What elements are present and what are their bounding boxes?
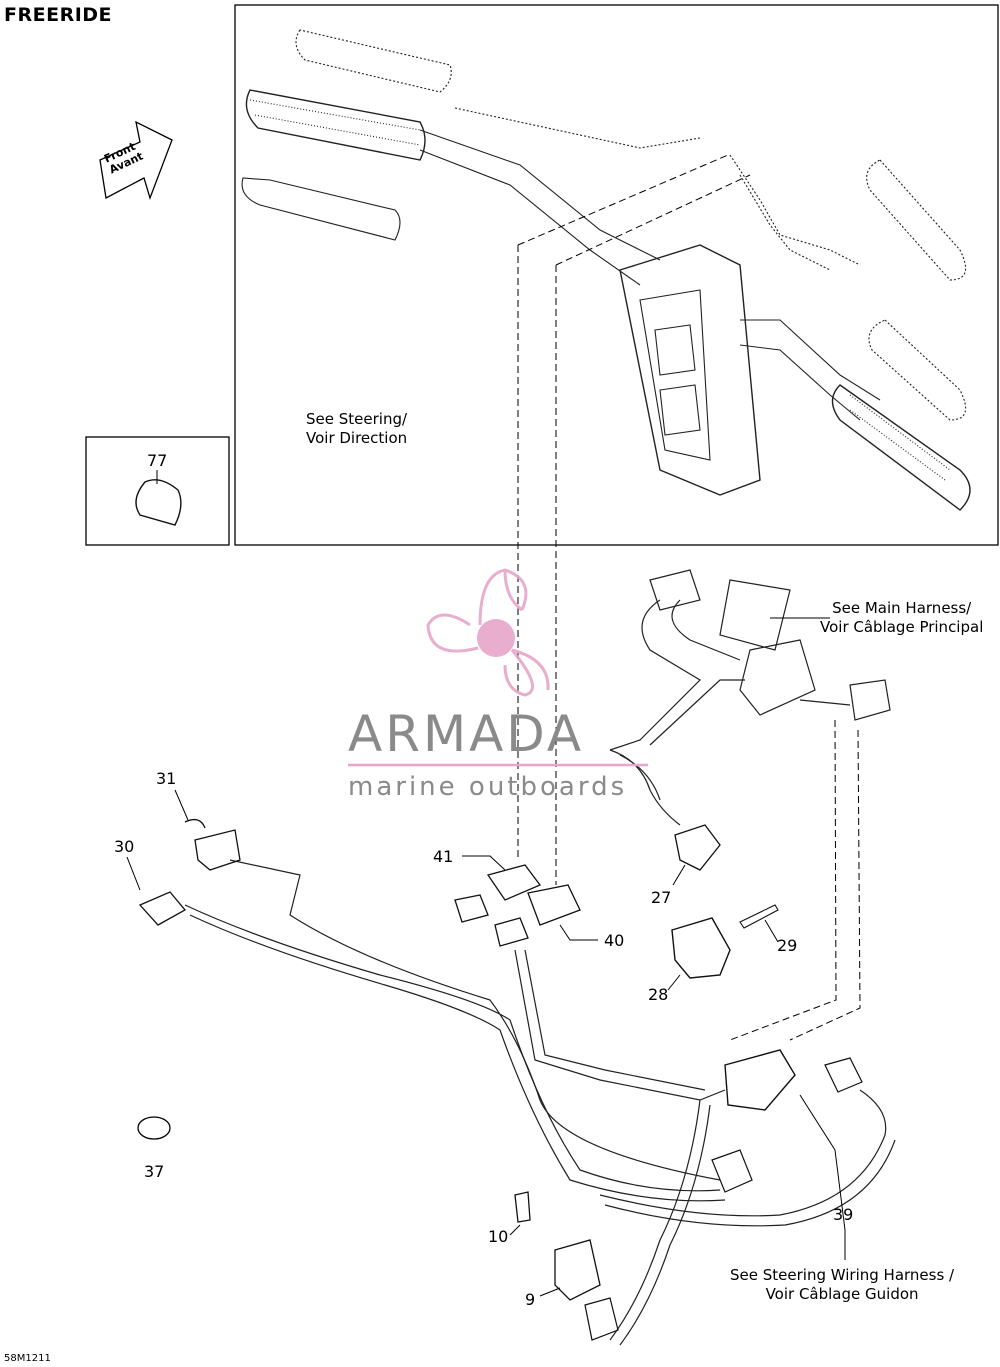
note-main-harness-line2: Voir Câblage Principal: [820, 618, 984, 636]
page-title: FREERIDE: [4, 4, 113, 26]
watermark-tagline: marine outboards: [348, 772, 628, 802]
figure-code: 58M1211: [4, 1353, 51, 1364]
callout-41: 41: [433, 847, 454, 866]
callout-77: 77: [147, 451, 168, 470]
callout-31: 31: [156, 769, 177, 788]
callout-10: 10: [488, 1227, 509, 1246]
note-steering-wiring-line1: See Steering Wiring Harness /: [730, 1266, 955, 1284]
callout-28: 28: [648, 985, 669, 1004]
callout-39: 39: [833, 1205, 854, 1224]
note-steering-line2: Voir Direction: [306, 429, 408, 447]
watermark-name: ARMADA: [348, 705, 585, 763]
callout-30: 30: [114, 837, 135, 856]
callout-9: 9: [525, 1290, 536, 1309]
note-steering-wiring-line2: Voir Câblage Guidon: [765, 1285, 919, 1303]
part-77-frame: [85, 436, 230, 546]
callout-40: 40: [604, 931, 625, 950]
steering-frame: [234, 4, 999, 546]
callout-37: 37: [144, 1162, 165, 1181]
note-main-harness-line1: See Main Harness/: [832, 599, 972, 617]
watermark-logo: [426, 568, 550, 697]
note-steering: See Steering/ Voir Direction: [306, 410, 407, 448]
part-37-shape: [137, 1116, 171, 1140]
callout-29: 29: [777, 936, 798, 955]
front-arrow-shape: [99, 120, 173, 201]
note-main-harness: See Main Harness/ Voir Câblage Principal: [820, 599, 983, 637]
note-steering-wiring: See Steering Wiring Harness / Voir Câbla…: [730, 1266, 954, 1304]
callout-27: 27: [651, 888, 672, 907]
note-steering-line1: See Steering/: [306, 410, 408, 428]
